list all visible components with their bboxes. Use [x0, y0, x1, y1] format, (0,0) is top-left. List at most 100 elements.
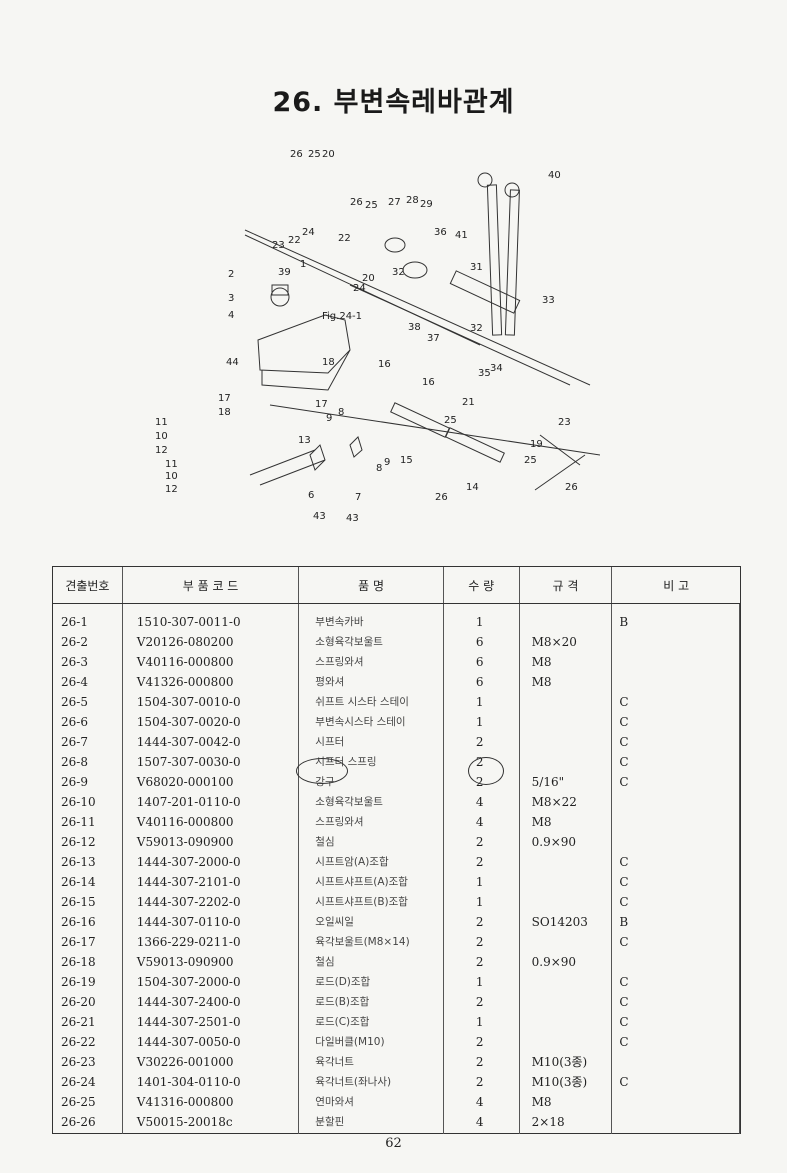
callout-label: 43 — [313, 511, 326, 522]
table-cell: 26-12 — [61, 835, 96, 849]
table-cell: 스프링와셔 — [315, 656, 364, 668]
table-cell: 로드(D)조합 — [315, 976, 371, 988]
table-cell: M8 — [531, 675, 552, 689]
table-cell: 26-14 — [61, 875, 96, 889]
table-cell: C — [619, 1075, 629, 1089]
table-cell: 26-6 — [61, 715, 88, 729]
callout-label: 32 — [392, 267, 405, 278]
table-cell: C — [619, 775, 629, 789]
table-cell: 로드(C)조합 — [315, 1016, 370, 1028]
table-cell: 26-23 — [61, 1055, 96, 1069]
callout-label: 18 — [322, 357, 335, 368]
table-cell: 1366-229-0211-0 — [136, 935, 241, 949]
table-cell: 1444-307-2101-0 — [136, 875, 241, 889]
table-cell: 4 — [475, 1095, 484, 1109]
table-cell — [612, 952, 739, 972]
table-cell: C — [619, 975, 629, 989]
callout-label: 2 — [228, 269, 234, 280]
table-cell — [612, 1092, 739, 1112]
table-cell: 1 — [475, 615, 484, 629]
table-cell: C — [619, 755, 629, 769]
table-cell: M8×20 — [531, 635, 577, 649]
callout-label: 10 — [165, 471, 178, 482]
table-header: 견출번호 부 품 코 드 품 명 수 량 규 격 비 고 — [53, 567, 740, 604]
callout-label: 25 — [308, 149, 321, 160]
table-cell: 1401-304-0110-0 — [136, 1075, 241, 1089]
table-cell: V41326-000800 — [136, 675, 234, 689]
table-cell: M8 — [531, 1095, 552, 1109]
table-cell: 26-5 — [61, 695, 88, 709]
header-part-name: 품 명 — [299, 567, 444, 603]
table-cell: 철심 — [315, 836, 335, 848]
callout-label: 25 — [444, 415, 457, 426]
callout-label: 26 — [290, 149, 303, 160]
callout-label: 21 — [462, 397, 475, 408]
callout-label: 44 — [226, 357, 239, 368]
table-cell: 1507-307-0030-0 — [136, 755, 241, 769]
table-cell: 5/16" — [531, 775, 565, 789]
callout-label: 25 — [524, 455, 537, 466]
table-cell: 0.9×90 — [531, 955, 577, 969]
callout-label: 16 — [422, 377, 435, 388]
table-cell: 26-3 — [61, 655, 88, 669]
table-cell: 시프터 — [315, 736, 345, 748]
callout-label: 9 — [326, 413, 332, 424]
callout-label: 29 — [420, 199, 433, 210]
table-cell: 스프링와셔 — [315, 816, 364, 828]
callout-label: 26 — [350, 197, 363, 208]
table-cell: 1504-307-2000-0 — [136, 975, 241, 989]
table-cell: 26-18 — [61, 955, 96, 969]
table-cell: 육각너트(좌나사) — [315, 1076, 392, 1088]
callout-label: 19 — [530, 439, 543, 450]
table-cell: 1444-307-0110-0 — [136, 915, 241, 929]
table-cell: M10(3종) — [531, 1055, 588, 1069]
callout-label: 16 — [378, 359, 391, 370]
table-cell: 1444-307-2202-0 — [136, 895, 241, 909]
table-cell: 1444-307-0042-0 — [136, 735, 241, 749]
table-cell: 육각너트 — [315, 1056, 354, 1068]
page-number: 62 — [385, 1136, 402, 1151]
table-cell — [520, 1032, 612, 1052]
table-cell: C — [619, 875, 629, 889]
table-cell: M8 — [531, 815, 552, 829]
table-cell: M8×22 — [531, 795, 577, 809]
header-part-code: 부 품 코 드 — [123, 567, 300, 603]
table-cell: 26-25 — [61, 1095, 96, 1109]
callout-label: 11 — [165, 459, 178, 470]
table-cell: 26-15 — [61, 895, 96, 909]
header-spec: 규 격 — [520, 567, 613, 603]
table-cell: C — [619, 1015, 629, 1029]
table-cell: 2×18 — [531, 1115, 565, 1129]
callout-label: 27 — [388, 197, 401, 208]
callout-label: 17 — [315, 399, 328, 410]
callout-label: 18 — [218, 407, 231, 418]
callout-label: 25 — [365, 200, 378, 211]
table-cell: 시프트암(A)조합 — [315, 856, 389, 868]
table-cell: 분할핀 — [315, 1116, 345, 1128]
callout-label: 39 — [278, 267, 291, 278]
table-cell — [520, 932, 612, 952]
table-cell: 2 — [475, 835, 484, 849]
table-cell — [520, 1012, 612, 1032]
table-cell: 26-26 — [61, 1115, 96, 1129]
table-cell — [612, 1052, 739, 1072]
table-cell: 부변속카바 — [315, 616, 364, 628]
hand-drawn-circle — [296, 758, 348, 784]
table-cell: 소형육각보울트 — [315, 796, 383, 808]
header-index: 견출번호 — [53, 567, 123, 603]
table-cell: C — [619, 995, 629, 1009]
table-cell: 2 — [475, 735, 484, 749]
hand-drawn-circle — [468, 757, 504, 785]
table-cell: 1 — [475, 715, 484, 729]
table-cell: 26-22 — [61, 1035, 96, 1049]
table-cell: 1444-307-0050-0 — [136, 1035, 241, 1049]
table-cell: C — [619, 1035, 629, 1049]
table-cell: 1444-307-2400-0 — [136, 995, 241, 1009]
table-cell: 1 — [475, 975, 484, 989]
callout-label: 24 — [302, 227, 315, 238]
table-cell: 26-7 — [61, 735, 88, 749]
table-cell — [520, 612, 612, 632]
